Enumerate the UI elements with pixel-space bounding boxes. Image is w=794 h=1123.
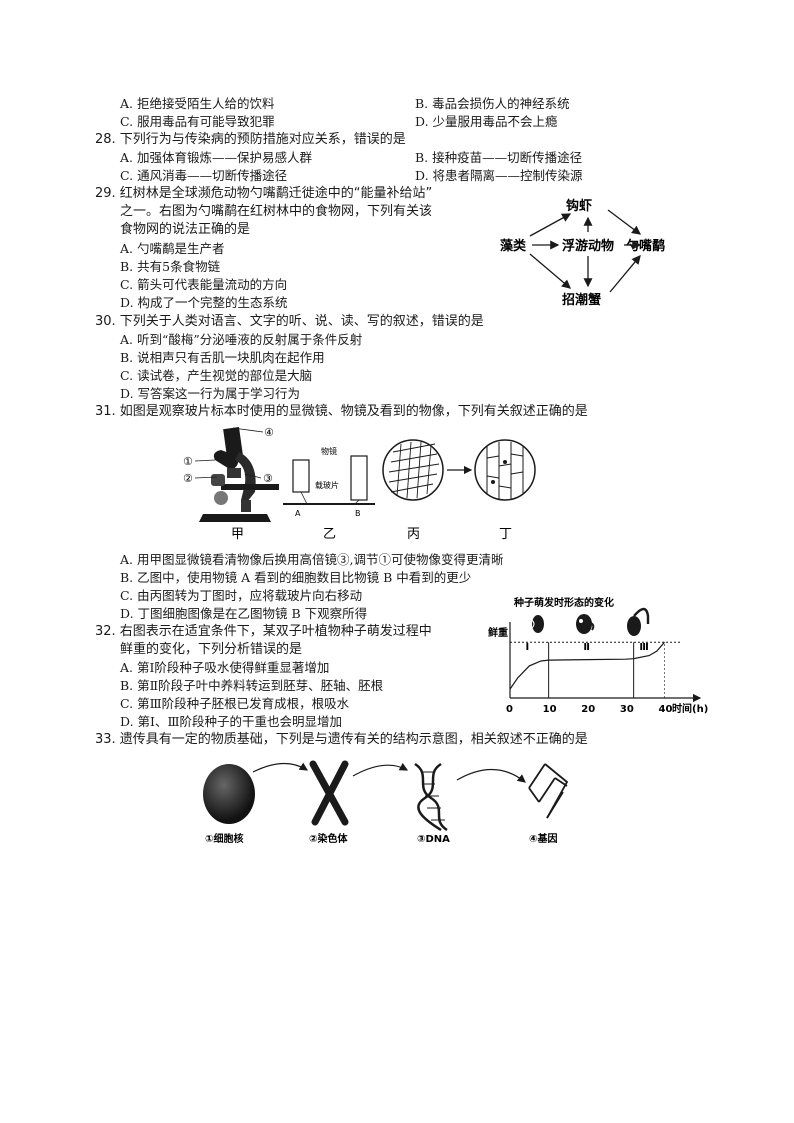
q31-option-d: D. 丁图细胞图像是在乙图物镜 B 下观察所得 [120,606,368,621]
q31-option-c: C. 由丙图转为丁图时，应将载玻片向右移动 [120,588,363,603]
food-web-shrimp: 钩虾 [566,198,592,214]
objective-lenses-figure [283,455,375,505]
food-web-crab: 招潮蟹 [562,292,601,308]
stage-3-label: Ⅲ [639,642,648,653]
view-bing [382,439,444,501]
chart-origin-label: 0 [506,704,513,715]
chart-ylabel: 鲜重 [488,626,508,639]
microscope-figure: ④ ① ② ③ 甲 物镜 载玻片 A B 乙 丙 丁 [183,426,536,542]
genetics-structure-figure: ①细胞核 ②染色体 ③DNA ④基因 [203,760,569,845]
view-ding [474,439,536,501]
q29-option-b: B. 共有5条食物链 [120,259,221,274]
arrow-algae-crab [529,253,571,289]
nucleus-icon [203,764,255,824]
q29-option-a: A. 勺嘴鹬是生产者 [120,241,225,256]
food-web-plankton: 浮游动物 [562,238,614,254]
food-web-bird: 勺嘴鹬 [626,238,665,254]
caption-ding: 丁 [499,527,512,542]
q29-stem-line1: 29. 红树林是全球濒危动物勺嘴鹬迁徙途中的“能量补给站” [95,186,433,201]
q30-option-d: D. 写答案这一行为属于学习行为 [120,386,301,401]
caption-dna: ③DNA [417,834,450,845]
q29-stem-line2: 之一。右图为勺嘴鹬在红树林中的食物网，下列有关该 [120,204,433,219]
caption-bing: 丙 [407,527,420,542]
fresh-weight-line [509,641,665,690]
q33-stem: 33. 遗传具有一定的物质基础，下列是与遗传有关的结构示意图，相关叙述不正确的是 [95,732,588,747]
marker-2: ② [183,472,193,485]
q28-option-d: D. 将患者隔离——控制传染源 [415,168,583,183]
q30-stem: 30. 下列关于人类对语言、文字的听、说、读、写的叙述，错误的是 [95,314,484,329]
caption-yi: 乙 [323,527,336,542]
stage-1-label: Ⅰ [525,642,529,653]
q27-option-a: A. 拒绝接受陌生人给的饮料 [120,96,275,111]
q28-option-a: A. 加强体育锻炼——保护易感人群 [120,150,312,165]
q28-option-b: B. 接种疫苗——切断传播途径 [415,150,583,165]
q30-option-c: C. 读试卷，产生视觉的部位是大脑 [120,368,313,383]
caption-chromosome: ②染色体 [309,832,348,845]
marker-1: ① [183,455,193,468]
arrow-shrimp-bird [607,209,642,235]
slide-label: 载玻片 [315,480,339,490]
stage-2-label: Ⅱ [583,642,590,653]
dna-icon [414,762,448,832]
q32-option-d: D. 第Ⅰ、Ⅲ阶段种子的干重也会明显增加 [120,714,343,729]
chart-xlabel: 时间(h) [672,702,708,715]
q28-option-c: C. 通风消毒——切断传播途径 [120,168,288,183]
q28-stem: 28. 下列行为与传染病的预防措施对应关系，错误的是 [95,132,406,147]
q29-stem-line3: 食物网的说法正确的是 [120,222,251,237]
x-tick-label: 20 [581,704,595,715]
lens-b-label: B [355,509,361,518]
caption-nucleus: ①细胞核 [205,832,243,845]
q29-option-d: D. 构成了一个完整的生态系统 [120,295,288,310]
chart-title: 种子萌发时形态的变化 [513,596,614,609]
marker-3: ③ [263,472,273,485]
q32-stem-line1: 32. 右图表示在适宜条件下，某双子叶植物种子萌发过程中 [95,624,432,639]
q27-option-d: D. 少量服用毒品不会上瘾 [415,114,558,129]
caption-gene: ④基因 [529,832,557,845]
q31-option-a: A. 用甲图显微镜看清物像后换用高倍镜③,调节①可使物像变得更清晰 [120,552,504,567]
objective-label: 物镜 [321,446,337,456]
lens-a-label: A [295,509,301,518]
x-tick-label: 40 [659,704,673,715]
marker-4: ④ [264,426,274,439]
chromosome-icon [309,760,349,826]
seed-stage1-icon [531,615,544,633]
gene-icon [528,763,569,819]
caption-jia: 甲 [231,527,244,542]
q29-option-c: C. 箭头可代表能量流动的方向 [120,277,288,292]
q31-option-b: B. 乙图中，使用物镜 A 看到的细胞数目比物镜 B 中看到的更少 [120,570,472,585]
seed-germination-chart: 种子萌发时形态的变化 鲜重 Ⅰ Ⅱ Ⅲ 0 10 20 30 40 时间(h) [488,596,708,715]
seed-stage3-icon [627,607,650,636]
q32-option-a: A. 第Ⅰ阶段种子吸水使得鲜重显著增加 [120,660,330,675]
food-web-diagram: 藻类 钩虾 浮游动物 招潮蟹 勺嘴鹬 [500,198,665,308]
x-tick-label: 30 [620,704,634,715]
q32-option-c: C. 第Ⅲ阶段种子胚根已发育成根，根吸水 [120,696,350,711]
q30-option-b: B. 说相声只有舌肌一块肌肉在起作用 [120,350,325,365]
arrow-crab-bird [609,255,641,293]
q27-option-c: C. 服用毒品有可能导致犯罪 [120,114,275,129]
seed-stage2-icon [576,614,595,634]
food-web-algae: 藻类 [500,238,527,254]
q27-option-b: B. 毒品会损伤人的神经系统 [415,96,570,111]
arrow-algae-shrimp [529,213,572,237]
q32-option-b: B. 第Ⅱ阶段子叶中养料转运到胚芽、胚轴、胚根 [120,678,384,693]
q30-option-a: A. 听到“酸梅”分泌唾液的反射属于条件反射 [120,332,363,347]
q32-stem-line2: 鲜重的变化，下列分析错误的是 [120,642,303,657]
q31-stem: 31. 如图是观察玻片标本时使用的显微镜、物镜及看到的物像，下列有关叙述正确的是 [95,404,588,419]
microscope-icon [199,427,279,522]
x-tick-label: 10 [543,704,557,715]
